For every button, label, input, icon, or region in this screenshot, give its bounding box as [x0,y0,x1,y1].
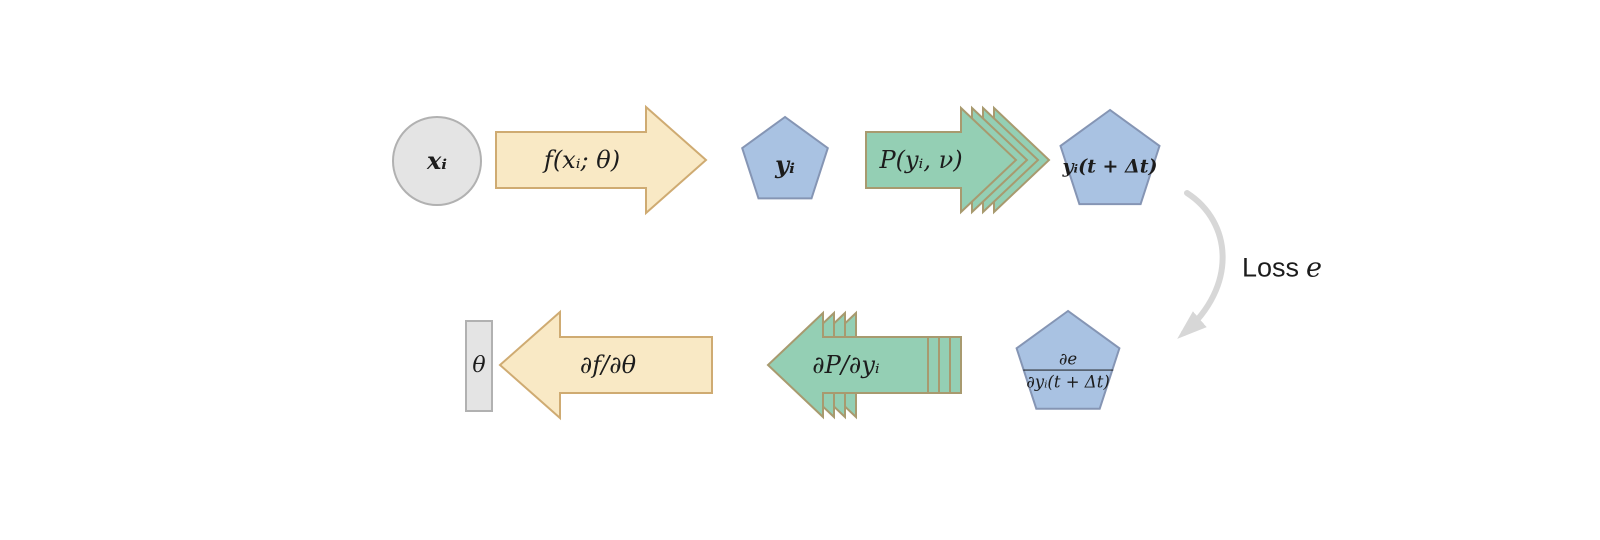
loss-variable: e [1306,252,1323,284]
input-label: xᵢ [426,145,448,175]
forward-model-arrow-icon [495,104,708,216]
next-state-pentagon-icon [1059,108,1161,206]
input-circle-icon [392,116,482,206]
model-gradient-arrow-icon [498,309,713,421]
forward-model-label: f(xᵢ; θ) [543,145,621,174]
state-label: yᵢ [775,149,795,179]
parameters-label: θ [472,352,486,378]
gradient-numerator: ∂e [1058,349,1078,369]
loss-word: Loss [1241,252,1300,283]
propagator-gradient-arrow-icon [766,310,929,420]
gradient-pentagon-icon [1015,309,1121,410]
propagator-gradient-label: ∂P/∂yᵢ [812,350,880,379]
propagator-arrow-icon [865,105,1018,215]
state-pentagon-icon [741,115,829,200]
gradient-fraction-label: ∂e ∂yᵢ(t + Δt) [1023,349,1113,394]
model-gradient-label: ∂f/∂θ [579,350,637,379]
parameters-rect-icon [465,320,493,412]
gradient-denominator: ∂yᵢ(t + Δt) [1023,370,1113,393]
loss-curve-arrow-icon [1177,190,1226,339]
next-state-label: yᵢ(t + Δt) [1062,155,1158,178]
propagator-label: P(yᵢ, ν) [879,145,963,174]
